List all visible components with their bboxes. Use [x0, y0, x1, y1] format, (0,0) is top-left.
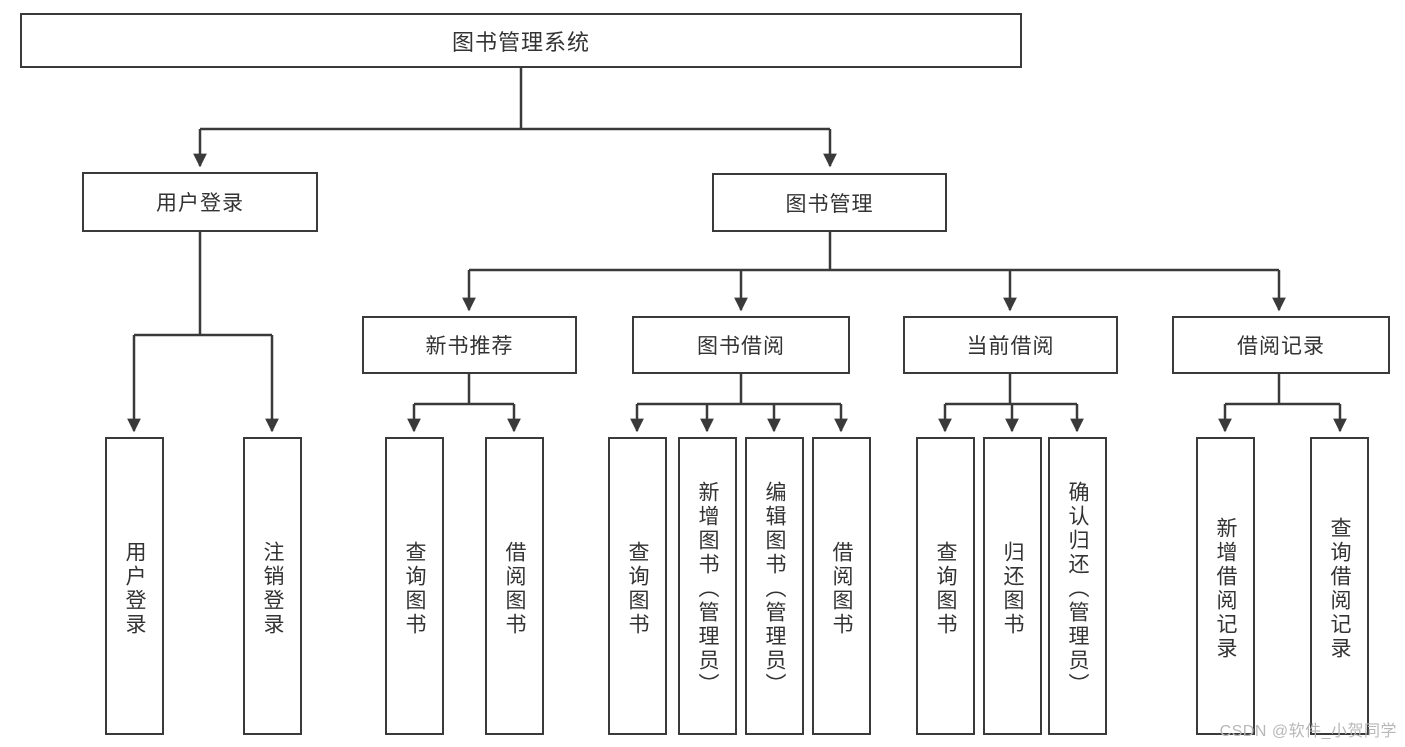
node-current-borrow[interactable]: 当前借阅: [903, 316, 1118, 374]
leaf-return-book[interactable]: 归还图书: [983, 437, 1042, 735]
leaf-label: 查询图书: [934, 541, 957, 637]
leaf-label: 用户登录: [123, 541, 146, 637]
node-book-management[interactable]: 图书管理: [712, 173, 947, 232]
leaf-add-borrow-record[interactable]: 新增借阅记录: [1196, 437, 1255, 735]
watermark: CSDN @软件_小贺同学: [1219, 723, 1397, 740]
leaf-label: 借阅图书: [830, 541, 853, 637]
leaf-user-login[interactable]: 用户登录: [105, 437, 164, 735]
node-borrow-record[interactable]: 借阅记录: [1172, 316, 1390, 374]
leaf-label: 注销登录: [261, 541, 284, 637]
leaf-query-book-current[interactable]: 查询图书: [916, 437, 975, 735]
leaf-add-book-admin[interactable]: 新增图书（管理员）: [678, 437, 737, 735]
node-root[interactable]: 图书管理系统: [20, 13, 1022, 68]
leaf-query-book-recommend[interactable]: 查询图书: [385, 437, 444, 735]
node-new-book-recommend[interactable]: 新书推荐: [362, 316, 577, 374]
leaf-confirm-return-admin[interactable]: 确认归还（管理员）: [1048, 437, 1107, 735]
leaf-label: 新增借阅记录: [1214, 517, 1237, 661]
leaf-query-borrow-record[interactable]: 查询借阅记录: [1310, 437, 1369, 735]
leaf-label: 查询借阅记录: [1328, 517, 1351, 661]
leaf-label: 借阅图书: [503, 541, 526, 637]
node-user-login[interactable]: 用户登录: [82, 172, 318, 232]
leaf-label: 查询图书: [403, 541, 426, 637]
leaf-query-book-borrow[interactable]: 查询图书: [608, 437, 667, 735]
leaf-edit-book-admin[interactable]: 编辑图书（管理员）: [745, 437, 804, 735]
leaf-logout[interactable]: 注销登录: [243, 437, 302, 735]
leaf-borrow-book-recommend[interactable]: 借阅图书: [485, 437, 544, 735]
leaf-label: 新增图书（管理员）: [696, 481, 719, 697]
leaf-label: 确认归还（管理员）: [1066, 481, 1089, 697]
leaf-borrow-book[interactable]: 借阅图书: [812, 437, 871, 735]
node-book-borrow[interactable]: 图书借阅: [632, 316, 850, 374]
leaf-label: 编辑图书（管理员）: [763, 481, 786, 697]
leaf-label: 归还图书: [1001, 541, 1024, 637]
leaf-label: 查询图书: [626, 541, 649, 637]
